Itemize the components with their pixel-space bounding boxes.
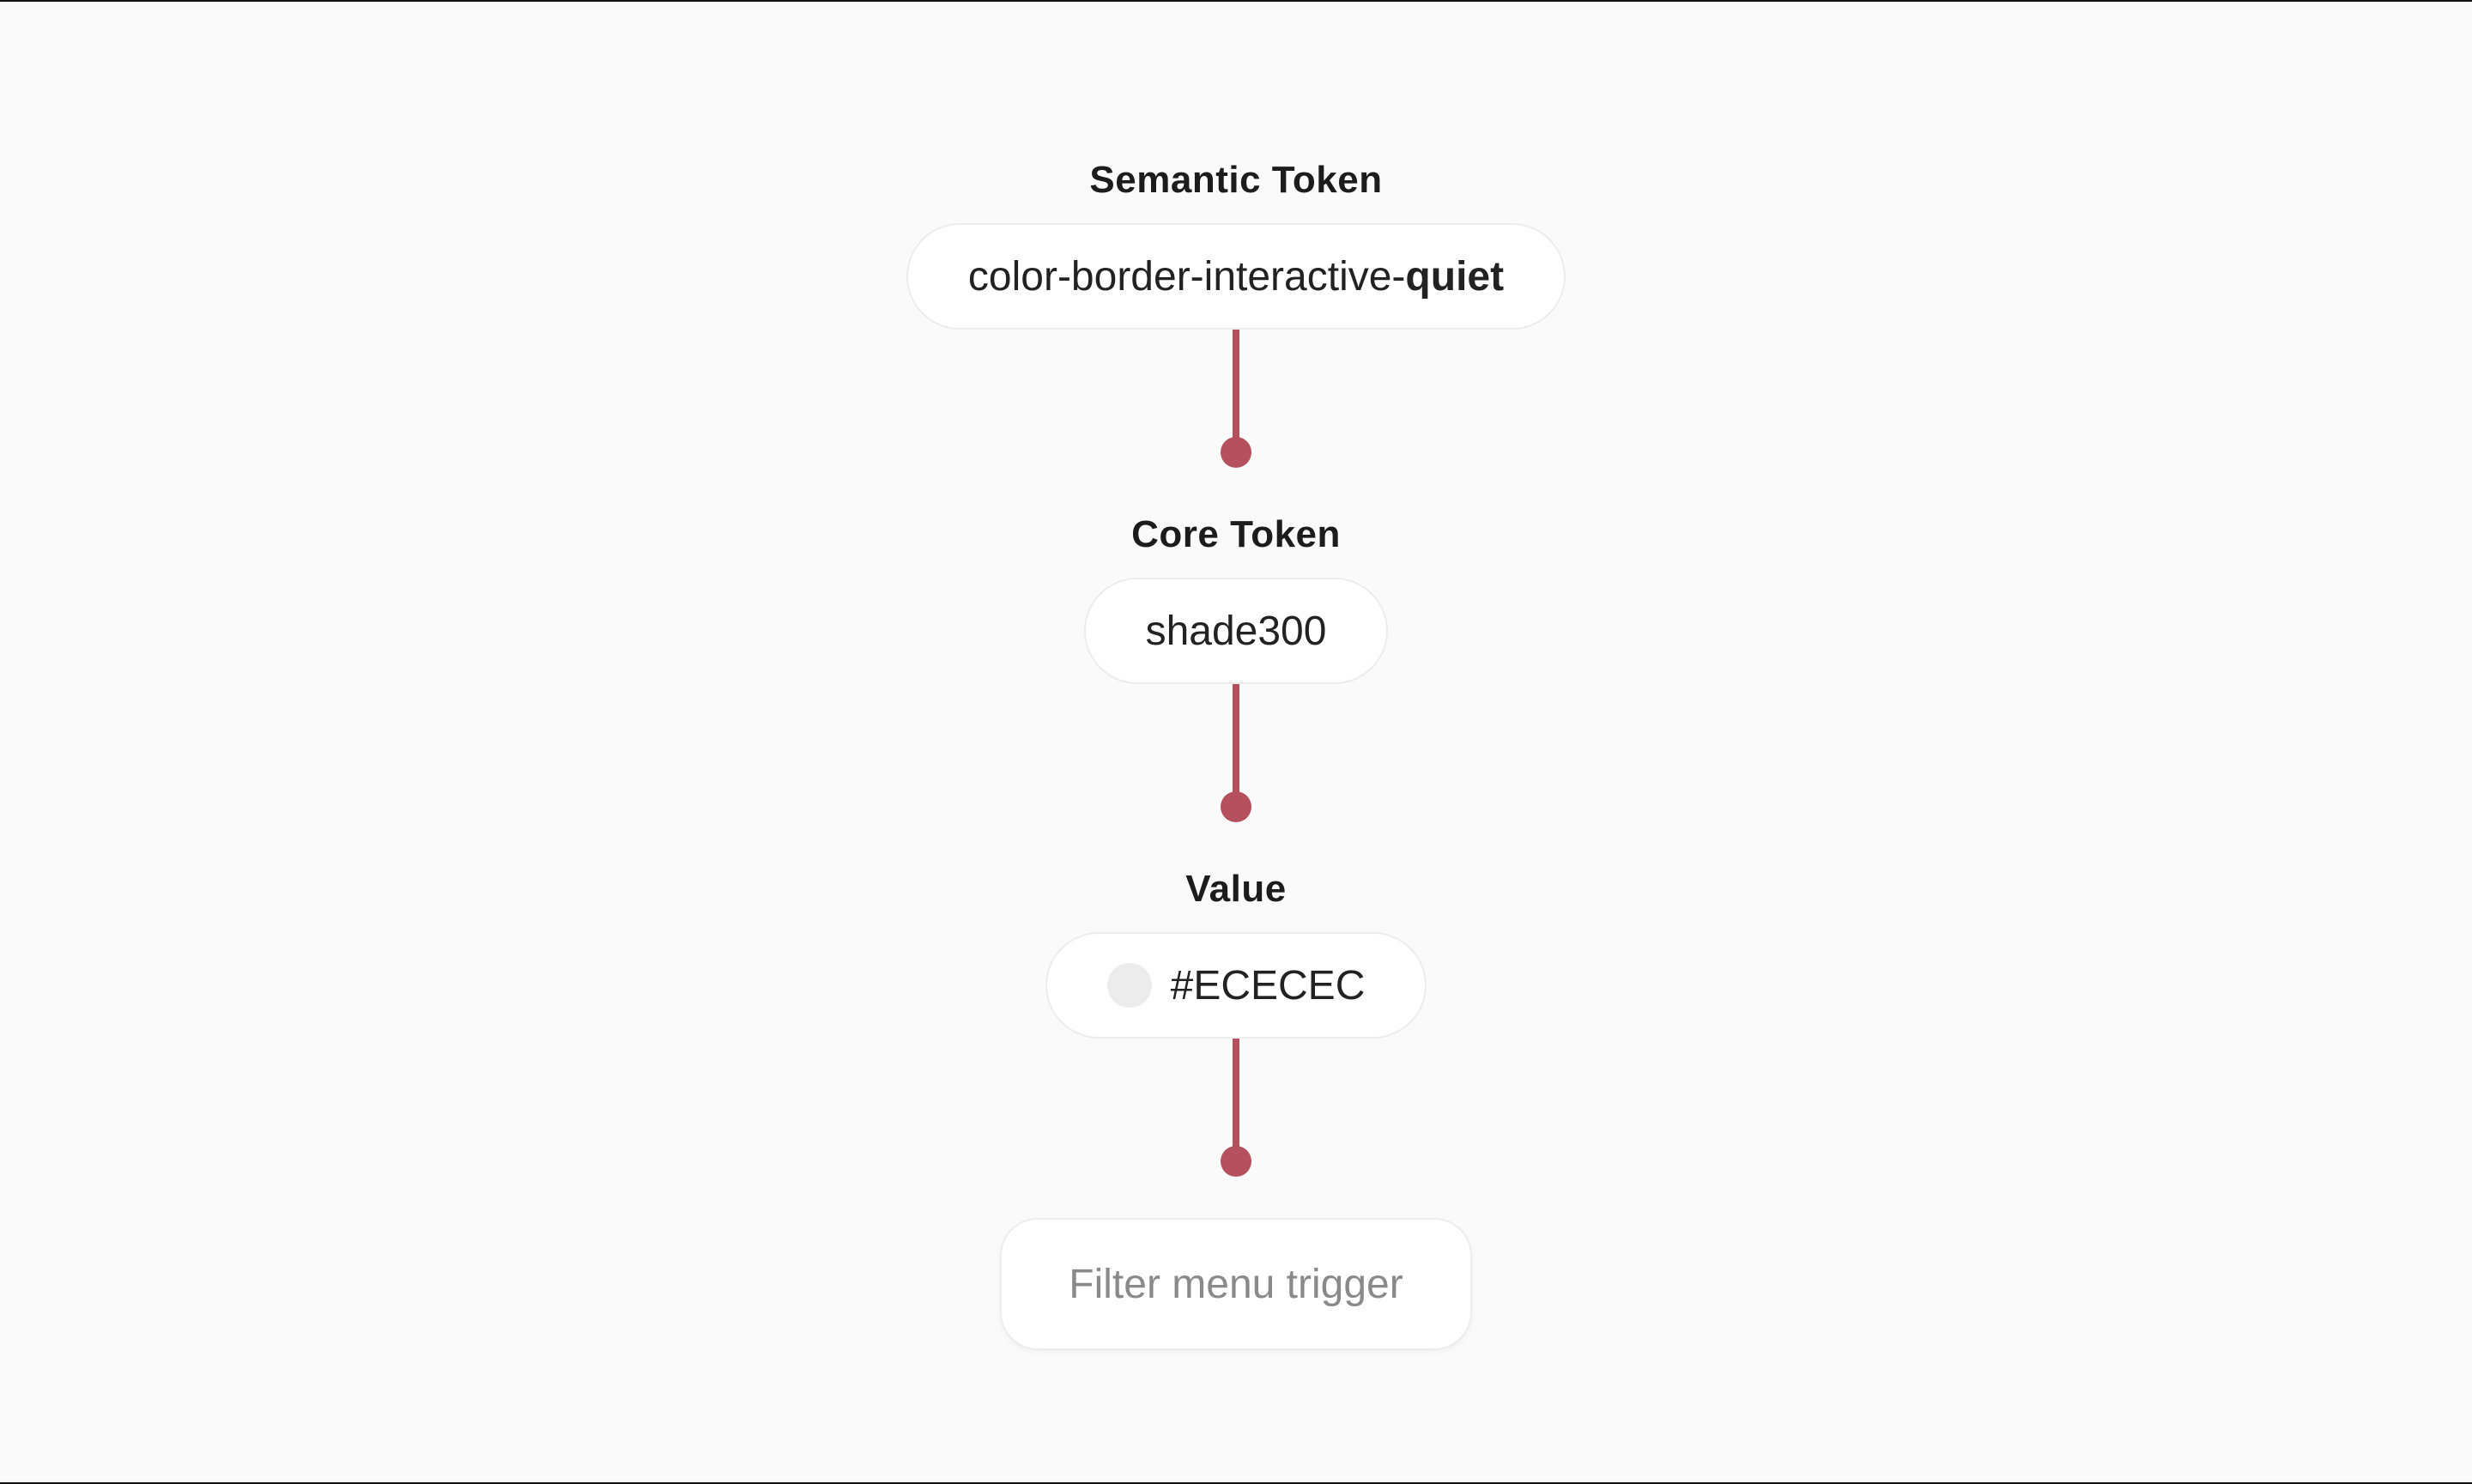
semantic-token-name-prefix: color-border-interactive- — [967, 253, 1406, 300]
value-heading: Value — [1185, 868, 1287, 910]
connector-value-to-component — [1221, 1039, 1251, 1177]
semantic-token-heading: Semantic Token — [1089, 159, 1383, 201]
connector-line — [1233, 684, 1239, 794]
filter-menu-trigger-button[interactable]: Filter menu trigger — [1000, 1218, 1472, 1350]
value-pill: #ECECEC — [1045, 932, 1427, 1039]
connector-core-to-value — [1221, 684, 1251, 822]
connector-dot — [1221, 791, 1251, 822]
connector-dot — [1221, 1146, 1251, 1177]
core-token-name: shade300 — [1145, 608, 1327, 654]
core-token-pill: shade300 — [1083, 578, 1389, 684]
connector-semantic-to-core — [1221, 330, 1251, 468]
semantic-token-name-emphasis: quiet — [1405, 253, 1505, 300]
connector-line — [1233, 1039, 1239, 1148]
bottom-edge-line — [0, 1482, 2472, 1484]
connector-line — [1233, 330, 1239, 439]
top-edge-line — [0, 0, 2472, 2]
semantic-token-pill: color-border-interactive-quiet — [906, 223, 1566, 330]
filter-menu-trigger-label: Filter menu trigger — [1069, 1261, 1403, 1307]
value-hex-text: #ECECEC — [1170, 962, 1366, 1009]
core-token-heading: Core Token — [1131, 513, 1341, 555]
color-swatch — [1106, 963, 1152, 1008]
connector-dot — [1221, 437, 1251, 468]
